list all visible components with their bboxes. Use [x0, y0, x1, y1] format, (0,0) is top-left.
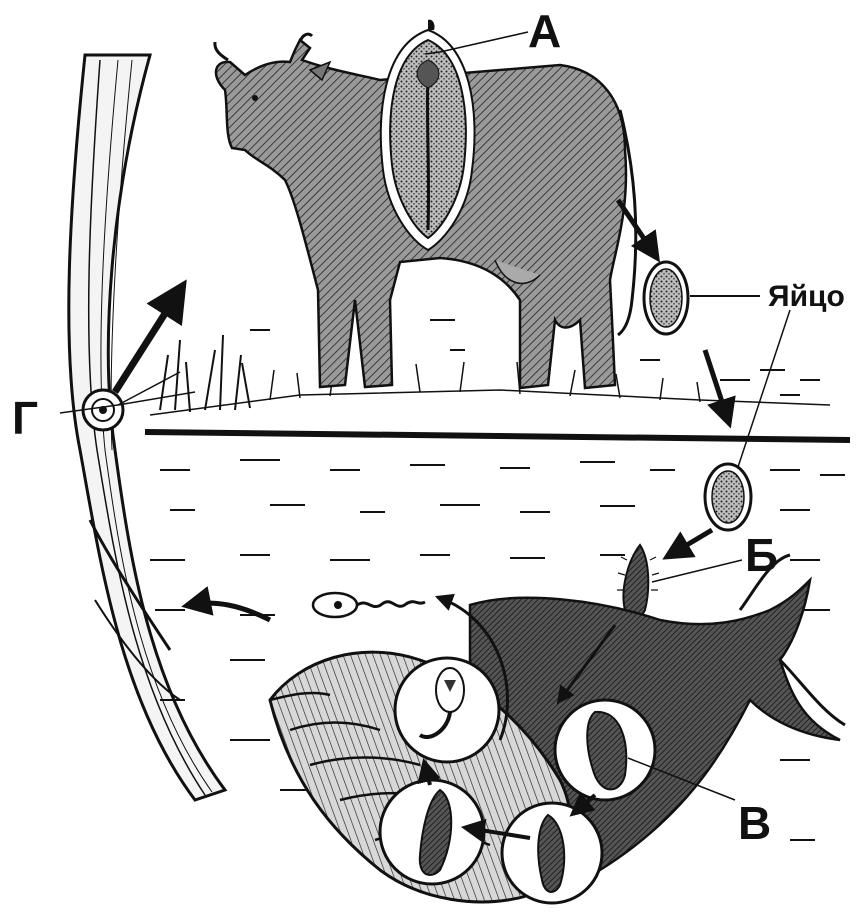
cyst-adolescaria: [83, 390, 123, 430]
label-b: Б: [745, 532, 778, 578]
leader-line-a: [440, 32, 528, 52]
egg-on-ground: [644, 262, 688, 334]
stage-circle-redia-2: [380, 780, 484, 884]
label-egg: Яйцо: [768, 282, 845, 312]
stage-circle-sporocyst: [555, 700, 655, 800]
stage-circle-cercaria: [395, 658, 499, 762]
arrow-egg-to-miracidium: [670, 530, 712, 555]
cercaria: [313, 593, 425, 617]
egg-in-water: [705, 464, 751, 530]
label-g: Г: [12, 395, 38, 441]
stage-circle-redia-1: [502, 803, 602, 903]
arrow-cercaria-leaves: [190, 603, 270, 620]
leader-line-b: [652, 560, 742, 582]
leader-line-egg-water: [738, 310, 790, 467]
water-surface: [145, 432, 850, 440]
grass-ground: [150, 320, 830, 415]
label-a: А: [528, 8, 561, 54]
label-v: В: [738, 800, 771, 846]
arrow-egg-to-water: [705, 350, 728, 420]
